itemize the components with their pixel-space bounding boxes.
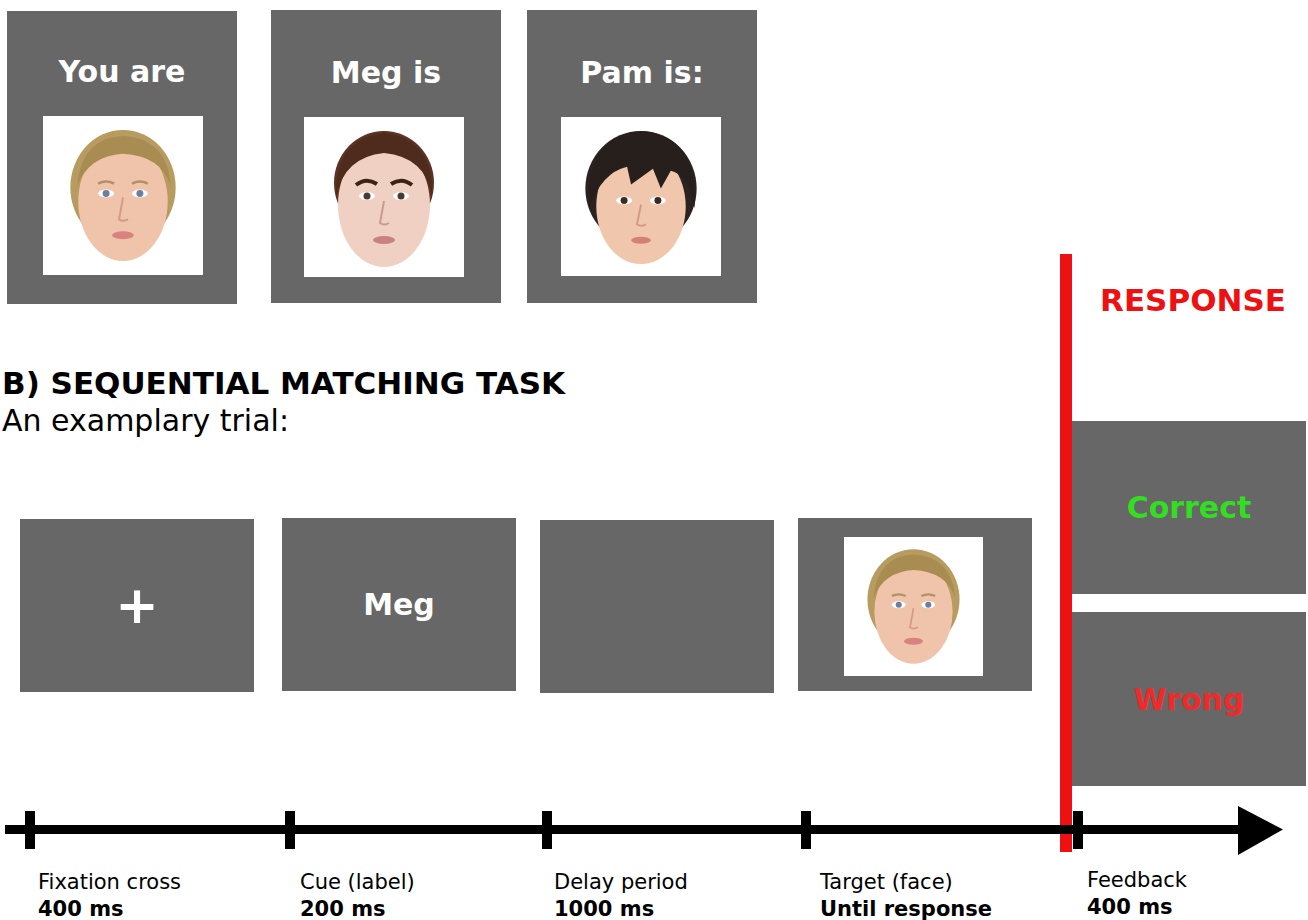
screen-text: Pam is:	[580, 56, 703, 89]
response-label: RESPONSE	[1100, 283, 1286, 319]
target-screen	[798, 518, 1032, 691]
delay-screen	[540, 520, 774, 693]
cue-screen: Meg	[282, 518, 516, 691]
screen-text: Meg	[363, 588, 435, 621]
phase-name: Cue (label)	[300, 870, 415, 894]
face-photo	[304, 117, 464, 277]
section-heading: B) SEQUENTIAL MATCHING TASK	[2, 366, 565, 402]
feedback-screen: Wrong	[1072, 612, 1306, 786]
intro-panel: You are	[7, 11, 237, 304]
duration: Until response	[820, 897, 992, 920]
duration: 200 ms	[300, 897, 386, 920]
feedback-screen: Correct	[1072, 421, 1306, 594]
phase-name: Feedback	[1087, 868, 1187, 892]
response-line	[1060, 254, 1072, 852]
intro-panel: Pam is:	[527, 10, 757, 303]
phase-name: Fixation cross	[38, 870, 181, 894]
face-photo	[561, 117, 721, 276]
phase-name: Delay period	[554, 870, 688, 894]
screen-text: Correct	[1127, 491, 1252, 524]
duration: 400 ms	[1087, 895, 1173, 919]
face-photo	[844, 537, 983, 676]
face-photo	[43, 116, 203, 275]
screen-text: Meg is	[331, 56, 441, 89]
screen-text: You are	[59, 55, 186, 88]
timeline-arrow	[5, 806, 1283, 855]
fixation-screen: +	[20, 519, 254, 692]
subheading: An examplary trial:	[2, 404, 289, 439]
duration: 400 ms	[38, 897, 124, 920]
intro-panel: Meg is	[271, 10, 501, 303]
duration: 1000 ms	[554, 897, 654, 920]
fixation-cross: +	[115, 577, 159, 634]
phase-name: Target (face)	[820, 870, 953, 894]
screen-text: Wrong	[1134, 683, 1245, 716]
